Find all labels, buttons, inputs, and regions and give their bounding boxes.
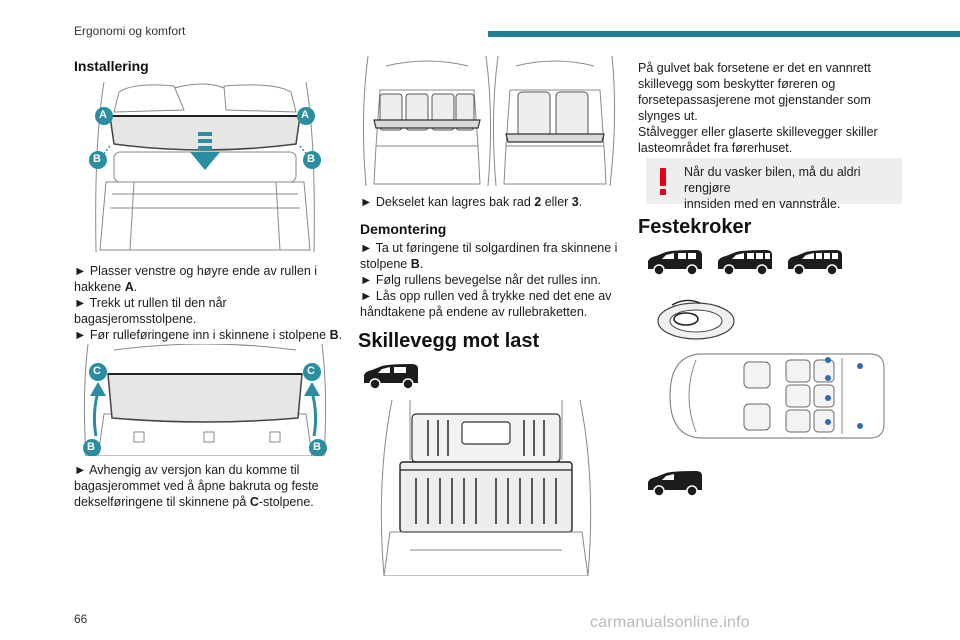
warning-text: Når du vasker bilen, må du aldri rengjør…: [684, 165, 861, 211]
figure-van-top-view: [660, 348, 890, 444]
heading-festekroker: Festekroker: [638, 216, 752, 238]
heading-installering: Installering: [74, 58, 149, 74]
header-section-title: Ergonomi og komfort: [74, 24, 186, 38]
callout-label-b2-right: B: [313, 441, 321, 453]
callout-label-a-right: A: [301, 109, 309, 121]
callout-label-b-left: B: [93, 153, 101, 165]
storage-note: ► Dekselet kan lagres bak rad 2 eller 3.: [360, 195, 583, 209]
exclamation-warning-icon: [660, 168, 666, 195]
figure-install-cover: A A B B: [74, 82, 336, 252]
anchor-ring-icon: [656, 295, 736, 341]
callout-label-c-left: C: [93, 365, 101, 377]
callout-label-b2-left: B: [87, 441, 95, 453]
figure-partition-wall: [370, 400, 602, 576]
demount-steps: ► Ta ut føringene til solgardinen fra sk…: [360, 241, 618, 319]
callout-label-c-right: C: [307, 365, 315, 377]
van-medium-icon: [714, 249, 776, 277]
heading-skillevegg: Skillevegg mot last: [358, 330, 540, 352]
partition-intro: På gulvet bak forsetene er det en vannre…: [638, 61, 878, 155]
header-accent-bar: [488, 31, 960, 37]
install-steps: ► Plasser venstre og høyre ende av rulle…: [74, 264, 343, 342]
page-number: 66: [74, 612, 88, 626]
figure-install-c-pillar: C C B B: [74, 344, 336, 456]
callout-label-b-right: B: [307, 153, 315, 165]
van-icon: [360, 363, 422, 391]
warning-box: Når du vasker bilen, må du aldri rengjør…: [646, 158, 902, 211]
van-compact-icon: [644, 470, 706, 498]
heading-demontering: Demontering: [360, 221, 447, 237]
callout-label-a-left: A: [99, 109, 107, 121]
van-long-icon: [784, 249, 846, 277]
watermark-text: carmanualsonline.info: [590, 614, 750, 631]
van-short-icon: [644, 249, 706, 277]
figure-cover-storage: [360, 56, 616, 186]
